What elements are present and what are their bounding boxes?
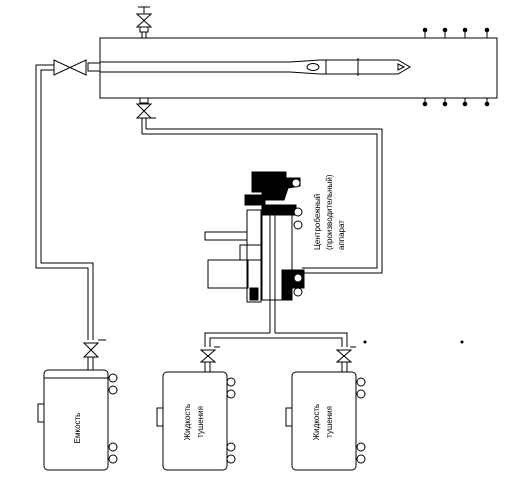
tank-mid: Жидкость тушения [156, 371, 236, 471]
tank-left: Емкость [37, 369, 118, 471]
distribution-header [204, 332, 348, 347]
tank-right-label-line1: Жидкость [312, 404, 321, 440]
vessel-bottom-terminals [422, 98, 490, 107]
tank-left-label: Емкость [73, 413, 82, 444]
tank-mid-label-line1: Жидкость [183, 404, 192, 440]
right-tank-valve [335, 346, 356, 372]
left-pipe [35, 64, 94, 340]
mid-tank-valve [199, 346, 220, 372]
bottom-valve [135, 97, 156, 134]
centrifuge-label-line2: (производительный) [325, 174, 334, 250]
return-pipe [142, 128, 383, 274]
tank-right-label-line2: тушения [325, 406, 334, 438]
left-tank-valve [82, 339, 106, 370]
main-vessel [99, 37, 498, 99]
top-valve [135, 6, 153, 38]
centrifuge-label-line3: аппарат [337, 220, 346, 250]
centrifuge-apparatus [204, 171, 305, 333]
centrifuge-label-line1: Центробежный [313, 194, 322, 250]
left-valve [44, 59, 101, 76]
dot-markers [363, 340, 464, 344]
tank-mid-label-line2: тушения [196, 406, 205, 438]
vessel-top-terminals [422, 27, 490, 38]
tank-right: Жидкость тушения [285, 371, 366, 471]
centrifuge-label: Центробежный (производительный) аппарат [313, 174, 346, 250]
